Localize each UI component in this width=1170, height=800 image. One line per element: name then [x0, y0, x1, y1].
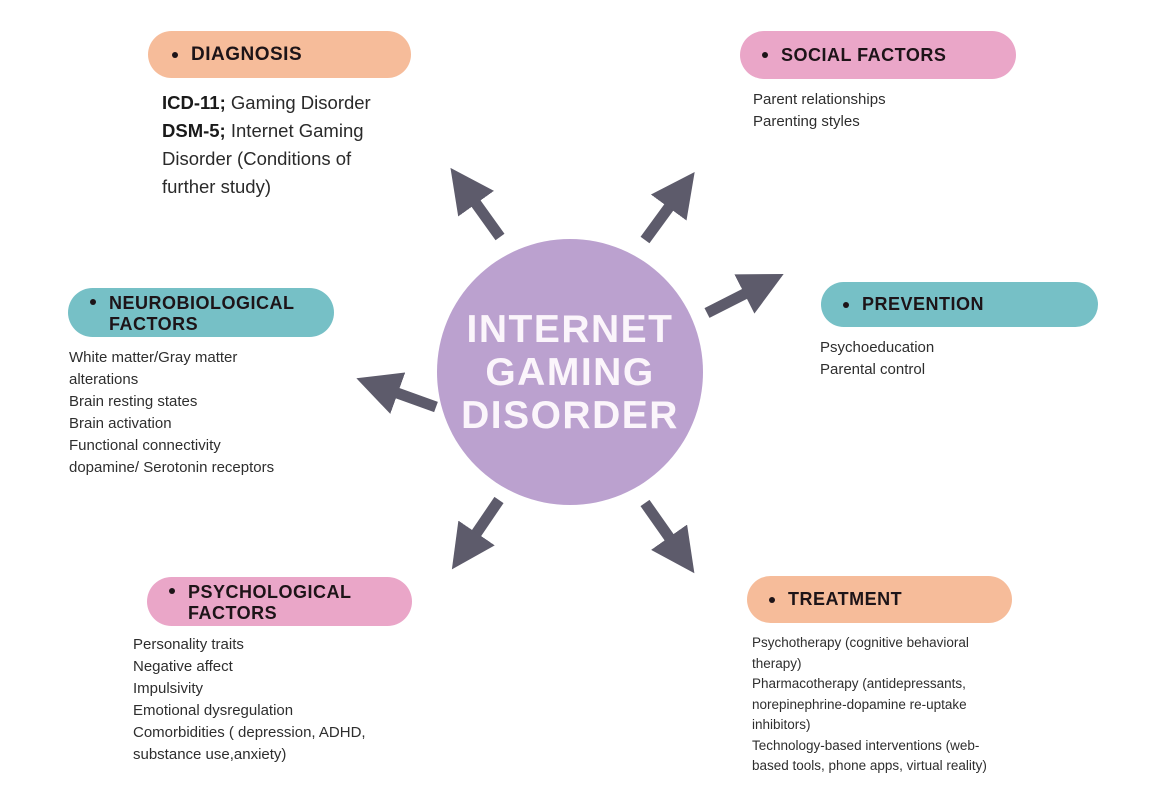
arrow-to-prevention	[704, 274, 784, 318]
prevention-title: PREVENTION	[862, 294, 985, 314]
diagnosis-line: further study)	[162, 176, 271, 197]
psychological-title-line-1: PSYCHOLOGICAL	[188, 582, 352, 602]
treatment-title: TREATMENT	[788, 589, 903, 609]
treatment-item: therapy)	[752, 655, 802, 671]
treatment-item: Technology-based interventions (web-	[752, 737, 980, 753]
diagnosis-line: ICD-11; Gaming Disorder	[162, 89, 371, 117]
diagnosis-text: Gaming Disorder	[225, 92, 371, 113]
treatment-item: Pharmacotherapy (antidepressants,	[752, 676, 966, 691]
neurobiological-factors-header: NEUROBIOLOGICAL FACTORS	[68, 288, 334, 337]
neurobiological-factors-description: White matter/Gray matter alterations Bra…	[69, 347, 274, 479]
social-factors-header: SOCIAL FACTORS	[740, 31, 1016, 79]
center-title-line-2: GAMING	[485, 350, 655, 394]
psychological-item: Impulsivity	[133, 680, 204, 697]
treatment-item: based tools, phone apps, virtual reality…	[752, 758, 987, 773]
treatment-item: Psychotherapy (cognitive behavioral	[752, 635, 969, 650]
psychological-item: Negative affect	[133, 658, 233, 675]
social-factors-item: Parent relationships	[753, 91, 886, 108]
bullet-icon	[169, 588, 175, 594]
bullet-icon	[90, 299, 96, 305]
prevention-description: Psychoeducation Parental control	[820, 337, 934, 381]
arrow-to-neurobiological-factors	[356, 372, 438, 414]
psychological-title-line-2: FACTORS	[188, 603, 278, 623]
prevention-item: Parental control	[820, 361, 926, 378]
psychological-item: substance use,anxiety)	[133, 746, 287, 763]
bullet-icon	[769, 596, 775, 603]
neurobiological-item: dopamine/ Serotonin receptors	[69, 459, 275, 476]
neurobiological-title-line-1: NEUROBIOLOGICAL	[109, 293, 295, 313]
psychological-factors-description: Personality traits Negative affect Impul…	[133, 634, 366, 766]
prevention-header: PREVENTION	[821, 282, 1098, 327]
arrow-to-diagnosis	[450, 167, 505, 241]
diagnosis-description: ICD-11; Gaming Disorder DSM-5; Internet …	[162, 89, 371, 201]
neurobiological-item: alterations	[69, 371, 139, 388]
diagnosis-term: DSM-5;	[162, 120, 226, 141]
social-factors-title: SOCIAL FACTORS	[781, 44, 947, 65]
diagnosis-line: DSM-5; Internet Gaming	[162, 117, 371, 145]
psychological-item: Emotional dysregulation	[133, 702, 294, 719]
psychological-item: Comorbidities ( depression, ADHD,	[133, 724, 366, 741]
psychological-factors-title: PSYCHOLOGICAL FACTORS	[188, 582, 352, 624]
diagnosis-text: Internet Gaming	[225, 120, 364, 141]
bullet-icon	[843, 301, 849, 308]
psychological-factors-header: PSYCHOLOGICAL FACTORS	[147, 577, 412, 626]
treatment-header: TREATMENT	[747, 576, 1012, 623]
social-factors-description: Parent relationships Parenting styles	[753, 89, 886, 133]
center-topic-circle: INTERNET GAMING DISORDER	[437, 239, 703, 505]
diagnosis-header: DIAGNOSIS	[148, 31, 411, 78]
neurobiological-item: Brain resting states	[69, 393, 198, 410]
psychological-item: Personality traits	[133, 636, 244, 653]
center-title-line-3: DISORDER	[461, 393, 679, 437]
center-title-line-1: INTERNET	[466, 307, 674, 351]
diagnosis-line: Disorder (Conditions of	[162, 148, 352, 169]
arrow-to-treatment	[640, 499, 695, 574]
diagnosis-term: ICD-11;	[162, 92, 226, 113]
treatment-item: inhibitors)	[752, 717, 811, 732]
neurobiological-item: Brain activation	[69, 415, 172, 432]
neurobiological-item: Functional connectivity	[69, 437, 221, 454]
bullet-icon	[762, 52, 768, 58]
treatment-description: Psychotherapy (cognitive behavioral ther…	[752, 633, 987, 777]
bullet-icon	[172, 51, 178, 58]
treatment-item: norepinephrine-dopamine re-uptake	[752, 696, 967, 712]
arrow-to-psychological-factors	[451, 496, 504, 570]
social-factors-item: Parenting styles	[753, 113, 860, 130]
diagnosis-title: DIAGNOSIS	[191, 44, 303, 65]
prevention-item: Psychoeducation	[820, 339, 935, 356]
neurobiological-factors-title: NEUROBIOLOGICAL FACTORS	[109, 293, 295, 335]
neurobiological-item: White matter/Gray matter	[69, 349, 238, 366]
neurobiological-title-line-2: FACTORS	[109, 314, 199, 334]
arrow-to-social-factors	[640, 172, 695, 244]
